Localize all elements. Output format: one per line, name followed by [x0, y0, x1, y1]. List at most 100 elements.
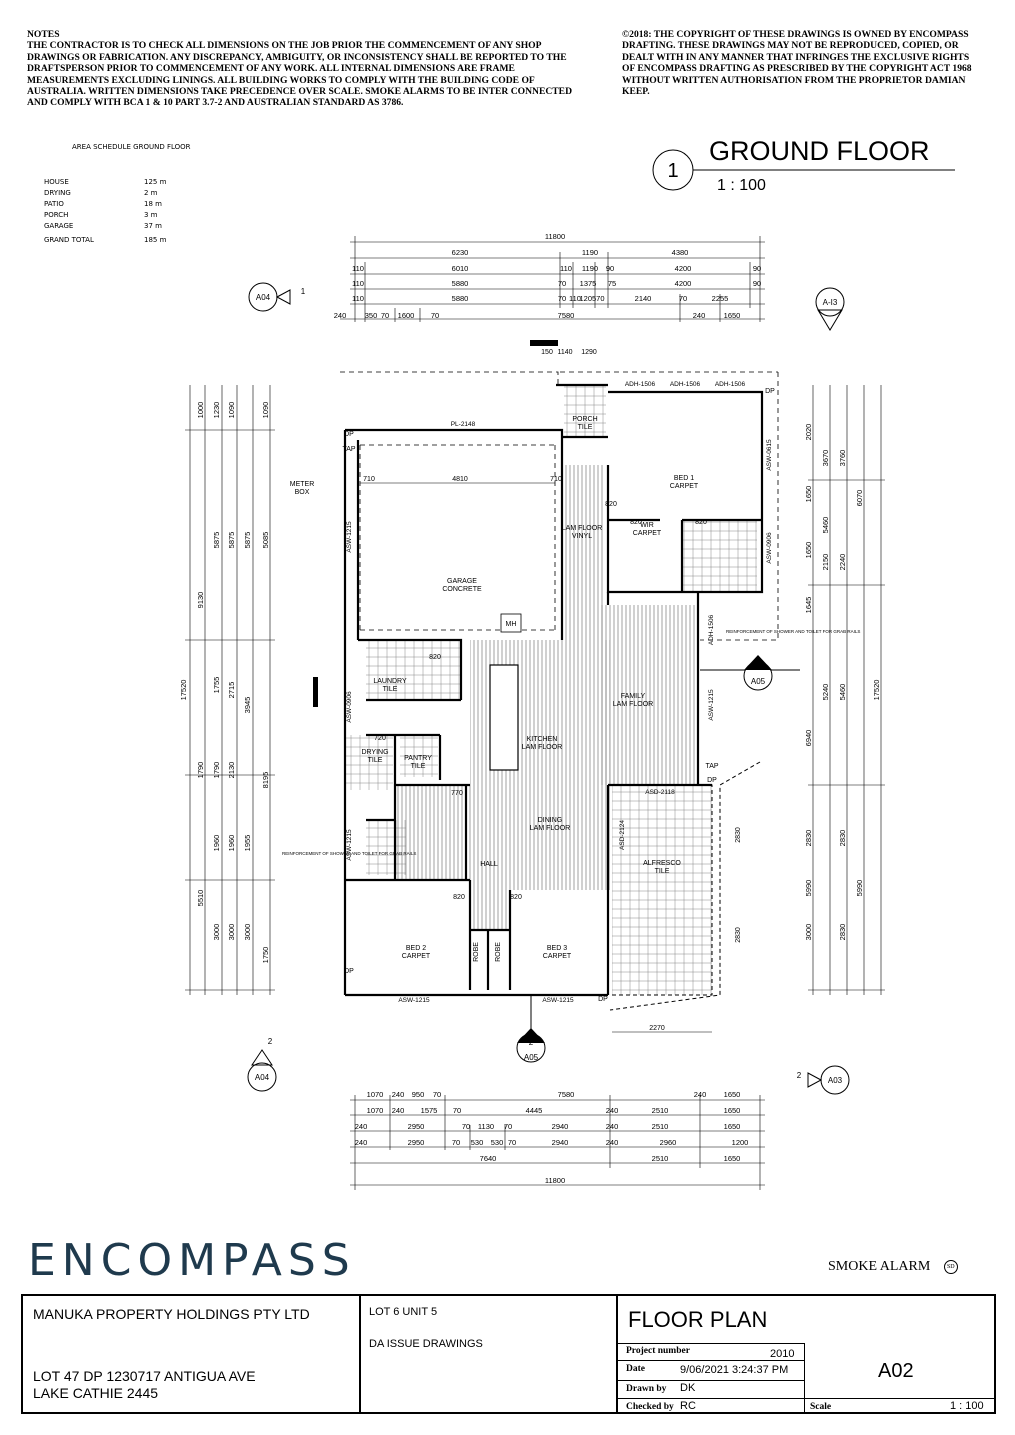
project-box: LOT 6 UNIT 5 DA ISSUE DRAWINGS: [360, 1295, 617, 1413]
dim-left: 1090: [261, 402, 270, 419]
dim-inner: 2830: [735, 827, 742, 843]
room-label-garage: GARAGE: [447, 578, 477, 585]
dim-left: 5875: [227, 532, 236, 549]
dim-bottom: 2960: [660, 1138, 677, 1147]
elevation-marker-a03: A03 2: [797, 1065, 850, 1095]
dim-top: 240: [334, 311, 347, 320]
room-label-laundry: LAUNDRY: [373, 678, 407, 685]
dim-right: 5460: [838, 684, 847, 701]
smoke-alarm-icon: SD: [943, 1259, 958, 1274]
room-label-wir: WIR: [640, 522, 654, 529]
dim-bottom: 70: [452, 1138, 460, 1147]
marker-num: 1: [301, 287, 306, 296]
area-row-garage-value: 37 m: [144, 222, 162, 230]
dim-inner: 820: [695, 519, 707, 526]
room-label-dining: DINING: [538, 817, 563, 824]
dim-right: 6940: [804, 730, 813, 747]
room-finish-dining: LAM FLOOR: [530, 825, 570, 832]
dim-bottom: 240: [355, 1138, 368, 1147]
dim-top: 6010: [452, 264, 469, 273]
area-row-drying-value: 2 m: [144, 189, 158, 197]
dim-top: 110: [352, 264, 364, 273]
view-title: 1 GROUND FLOOR 1 : 100: [652, 136, 955, 194]
dim-bottom: 7580: [558, 1090, 575, 1099]
dim-bottom: 4445: [526, 1106, 543, 1115]
dim-inner: 2830: [735, 927, 742, 943]
dim-left: 1750: [261, 947, 270, 964]
view-heading: GROUND FLOOR: [709, 136, 930, 166]
alfresco-outline: [609, 761, 761, 1011]
window-adh-1506: ADH-1506: [715, 381, 746, 388]
dim-right: 2150: [821, 554, 830, 571]
dim-top: 4380: [672, 248, 689, 257]
project-number: 2010: [770, 1348, 795, 1360]
dim-top: 75: [608, 279, 616, 288]
dim-left: 2130: [227, 762, 236, 779]
copyright-notice: ©2018: THE COPYRIGHT OF THESE DRAWINGS I…: [622, 29, 972, 98]
dim-top: 6230: [452, 248, 469, 257]
dim-bottom: 240: [355, 1122, 368, 1131]
downpipe-label: DP: [344, 431, 354, 438]
dim-right: 5990: [855, 880, 864, 897]
dim-inner: 1290: [581, 349, 597, 356]
dim-bottom: 1650: [724, 1106, 741, 1115]
room-label-alfresco: ALFRESCO: [643, 860, 681, 867]
title-block: MANUKA PROPERTY HOLDINGS PTY LTD LOT 47 …: [21, 1294, 996, 1414]
area-row-drying-name: DRYING: [44, 189, 71, 197]
scale-value: 1 : 100: [950, 1400, 984, 1412]
room-finish-drying: TILE: [368, 757, 383, 764]
sheet-number: A02: [878, 1360, 914, 1382]
dim-right: 3000: [804, 924, 813, 941]
dim-top: 1600: [398, 311, 415, 320]
tile-areas: [345, 385, 757, 995]
area-row-patio-name: PATIO: [44, 200, 64, 208]
dim-top: 350: [365, 311, 378, 320]
dim-top: 110: [352, 279, 364, 288]
window-adh-1506: ADH-1506: [670, 381, 701, 388]
room-finish-vinyl: VINYL: [572, 533, 592, 540]
dim-left: 3000: [227, 924, 236, 941]
room-finish-laundry: TILE: [383, 686, 398, 693]
dim-right: 5990: [804, 880, 813, 897]
right-dimensions: [808, 385, 885, 995]
marker-num: 2: [529, 1038, 534, 1047]
dim-bottom: 2940: [552, 1138, 569, 1147]
dim-top: 1375: [580, 279, 597, 288]
room-finish-kitchen: LAM FLOOR: [522, 744, 562, 751]
downpipe-label: DP: [707, 777, 717, 784]
dim-right: 3670: [821, 450, 830, 467]
marker-id: A05: [751, 677, 766, 686]
reinforcement-note-right: REINFORCEMENT OF SHOWER AND TOILET FOR G…: [726, 629, 860, 634]
dim-top: 70: [381, 311, 389, 320]
dim-top: 2255: [712, 294, 729, 303]
dim-top: 240: [693, 311, 706, 320]
dim-left: 5510: [196, 890, 205, 907]
bottom-dimensions: 1070 240 950 70 7580 240 1650 1070 240 1…: [350, 1090, 765, 1190]
window-labels: PL-2148 ADH-1506 ADH-1506 ADH-1506 ASW-0…: [346, 381, 773, 1004]
dim-top: 90: [753, 264, 761, 273]
room-label-bed-3: BED 3: [547, 945, 567, 952]
divider: [618, 1380, 804, 1381]
dim-left: 5875: [212, 532, 221, 549]
dim-bottom: 530: [471, 1138, 484, 1147]
company-logo: ENCOMPASS: [28, 1235, 356, 1286]
dim-right: 1650: [804, 542, 813, 559]
room-label-robe-2: ROBE: [495, 942, 502, 962]
dim-inner: 820: [429, 654, 441, 661]
dim-right: 2830: [804, 830, 813, 847]
dim-bottom: 1650: [724, 1090, 741, 1099]
roof-lines: [340, 371, 779, 641]
window-asw-0906: ASW-0906: [766, 532, 773, 564]
tap-label: TAP: [705, 763, 718, 770]
address-line-1: LOT 47 DP 1230717 ANTIGUA AVE: [33, 1368, 256, 1384]
area-schedule: AREA SCHEDULE GROUND FLOOR HOUSE 125 m D…: [44, 143, 191, 244]
dim-left: 1000: [196, 402, 205, 419]
area-row-total-value: 185 m: [144, 236, 167, 244]
room-label-kitchen: KITCHEN: [527, 736, 558, 743]
room-finish-bed-3: CARPET: [543, 953, 572, 960]
dim-left-total: 17520: [179, 680, 188, 701]
client-box: MANUKA PROPERTY HOLDINGS PTY LTD LOT 47 …: [22, 1295, 360, 1413]
room-label-pantry: PANTRY: [404, 755, 432, 762]
downpipe-label: DP: [344, 968, 354, 975]
dim-left: 2715: [227, 682, 236, 699]
